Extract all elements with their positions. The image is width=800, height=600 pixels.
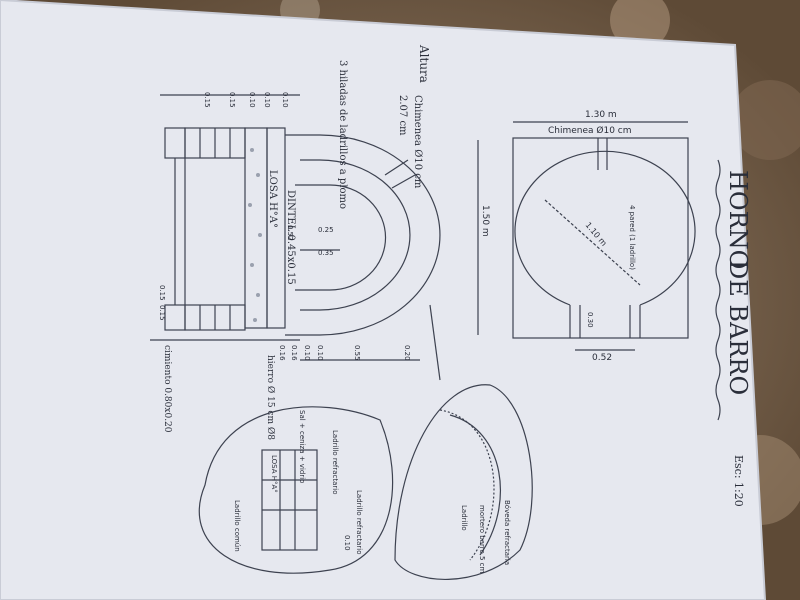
dim-d6: 0.52 xyxy=(286,225,294,241)
plan-mouth: 0.52 xyxy=(592,353,612,363)
plan-drawing xyxy=(477,121,696,351)
dim-d4: 0.10 xyxy=(263,92,271,108)
d1-brick: Ladrillo común xyxy=(233,500,241,552)
dim-d2: 0.15 xyxy=(228,92,236,108)
dim-d14: 0.16 xyxy=(278,345,286,361)
slab-texture xyxy=(248,148,262,322)
dim-d12: 0.55 xyxy=(353,345,361,361)
dim-d15: 0.16 xyxy=(290,345,298,361)
title-word-1: HORNO xyxy=(724,170,752,269)
d1-slab: LOSA H°A° xyxy=(270,455,278,493)
section-drawing xyxy=(150,94,441,361)
label-foundation: cimiento 0.80x0.20 xyxy=(162,345,172,433)
label-chimney-height: 2.07 cm xyxy=(397,95,408,136)
dim-d13: 0.20 xyxy=(403,345,411,361)
plan-jamb: 0.30 xyxy=(586,312,594,328)
detail-2-drawing xyxy=(394,304,533,580)
label-height: Altura xyxy=(417,44,431,83)
d2-brick: Ladrillo xyxy=(460,505,468,531)
detail-1-drawing xyxy=(198,406,394,574)
d1-refractory-brick: Ladrillo refractario xyxy=(355,490,363,555)
dim-d9: 0.15 xyxy=(158,285,166,301)
detail-1-labels: Ladrillo refractario Sal + ceniza + vidr… xyxy=(233,410,363,555)
d2-mortar: mortero barro 5 cm xyxy=(478,505,486,574)
title-word-2: DE BARRO xyxy=(724,260,752,395)
title-underline xyxy=(715,159,721,421)
dim-d5: 0.10 xyxy=(281,92,289,108)
d1-refractory: Ladrillo refractario xyxy=(331,430,339,495)
plan-chimney: Chimenea Ø10 cm xyxy=(548,125,632,136)
plan-depth: 1.50 m xyxy=(480,205,490,237)
label-slab: LOSA H°A° xyxy=(267,170,278,228)
d1-dim: 0.10 xyxy=(343,535,351,551)
detail-2-labels: Bóveda refractaria Ladrillo mortero barr… xyxy=(460,500,511,574)
plan-note: 4 pared (1 ladrillo) xyxy=(628,205,636,270)
label-chimney-dia: Chimenea Ø10 cm xyxy=(412,95,423,189)
dim-d7: 0.35 xyxy=(318,249,334,257)
plan-width: 1.30 m xyxy=(585,110,617,120)
paper xyxy=(0,0,765,600)
dim-d16: 0.10 xyxy=(316,345,324,361)
label-lintel: DINTEL 0.45x0.15 xyxy=(285,190,296,285)
d1-ash: Sal + ceniza + vidrio xyxy=(298,410,306,483)
dim-d3: 0.10 xyxy=(248,92,256,108)
dim-d11: 0.10 xyxy=(303,345,311,361)
d2-dome: Bóveda refractaria xyxy=(503,500,511,565)
label-bricks-rows: 3 hiladas de ladrillos a plomo xyxy=(337,60,348,209)
dim-d1: 0.15 xyxy=(203,92,211,108)
dim-d8: 0.25 xyxy=(318,226,334,234)
scale-text: Esc: 1:20 xyxy=(732,455,745,507)
label-rebar: hierro Ø 15 cm Ø8 xyxy=(265,355,276,440)
section-dimensions: 0.15 0.15 0.10 0.10 0.10 0.52 0.35 0.25 … xyxy=(158,92,411,361)
dim-d10: 0.15 xyxy=(158,305,166,321)
